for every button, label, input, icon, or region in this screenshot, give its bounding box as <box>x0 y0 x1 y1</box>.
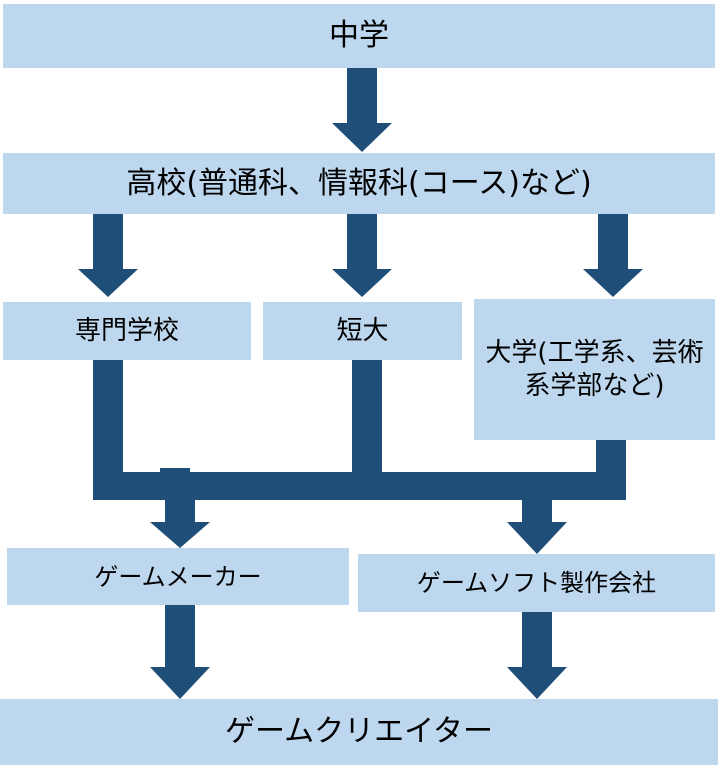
arrow-head-merge-to-maker <box>150 522 210 548</box>
node-university-label: 大学(工学系、芸術系学部など) <box>485 338 704 401</box>
node-high-school: 高校(普通科、情報科(コース)など) <box>3 153 715 214</box>
node-vocational-school: 専門学校 <box>3 302 251 360</box>
node-high-school-label: 高校(普通科、情報科(コース)など) <box>126 165 592 201</box>
node-junior-high: 中学 <box>3 4 715 68</box>
node-junior-college: 短大 <box>263 302 462 360</box>
arrow-shaft-hs-to-vocational <box>93 214 123 269</box>
node-game-software-company-label: ゲームソフト製作会社 <box>416 569 657 597</box>
arrow-shaft-maker-to-creator <box>165 605 195 667</box>
merge-bar <box>93 472 626 500</box>
node-game-maker-label: ゲームメーカー <box>94 562 262 591</box>
arrow-shaft-hs-to-college <box>347 214 377 269</box>
node-junior-high-label: 中学 <box>329 18 389 54</box>
node-junior-college-label: 短大 <box>336 315 389 346</box>
node-game-maker: ゲームメーカー <box>7 548 349 605</box>
node-game-creator-label: ゲームクリエイター <box>225 714 493 750</box>
arrow-head-maker-to-creator <box>150 667 210 699</box>
arrow-shaft-jhs-to-hs <box>347 68 377 123</box>
arrow-head-softco-to-creator <box>507 667 567 699</box>
arrow-head-jhs-to-hs <box>332 123 392 152</box>
node-university: 大学(工学系、芸術系学部など) <box>474 299 715 440</box>
node-game-creator: ゲームクリエイター <box>0 699 718 765</box>
arrow-shaft-hs-to-university <box>598 214 628 269</box>
node-game-software-company: ゲームソフト製作会社 <box>358 554 715 612</box>
arrow-head-hs-to-vocational <box>78 269 138 297</box>
arrow-shaft-merge-to-softco <box>522 500 552 522</box>
arrow-head-hs-to-college <box>332 269 392 297</box>
arrow-shaft-merge-to-maker <box>165 500 195 522</box>
node-vocational-school-label: 専門学校 <box>74 315 179 346</box>
arrow-head-hs-to-university <box>583 269 643 297</box>
arrow-head-merge-to-softco <box>507 522 567 554</box>
merge-bar-notch <box>160 468 190 474</box>
arrow-shaft-softco-to-creator <box>522 612 552 667</box>
